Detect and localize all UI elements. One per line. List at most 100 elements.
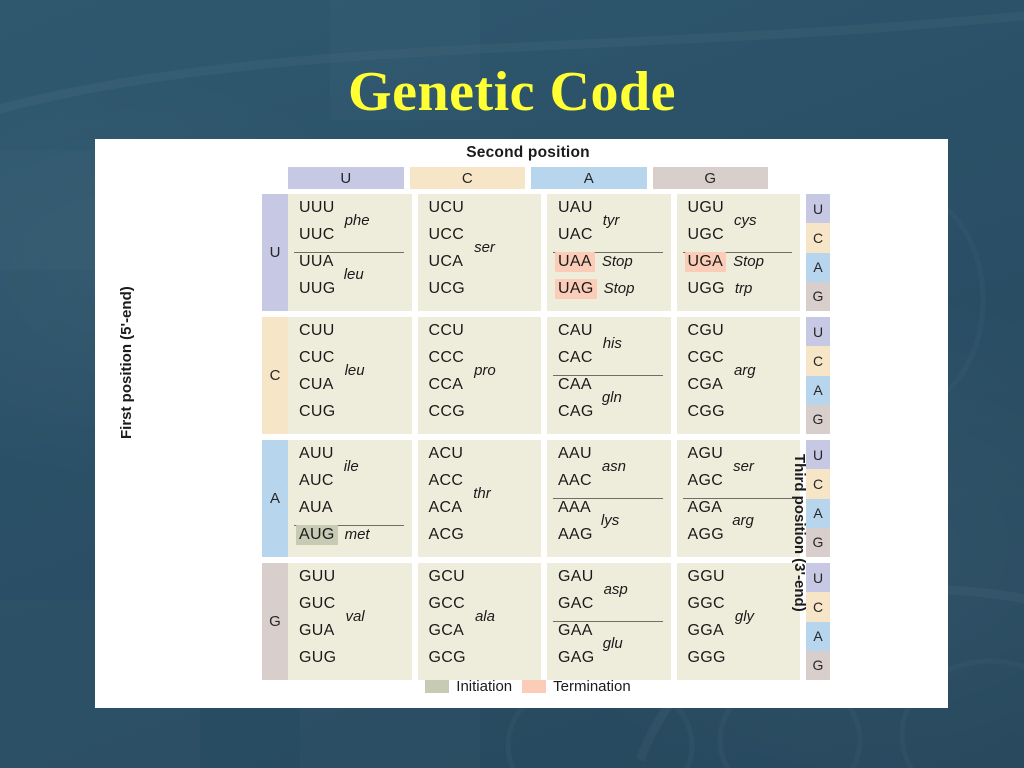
amino-acid-gly: gly — [734, 608, 755, 625]
second-position-header-G: G — [652, 167, 768, 189]
first-position-header-U: U — [262, 194, 288, 311]
third-position-G: G — [806, 404, 830, 434]
codon-CCA: CCA — [428, 376, 464, 393]
codon-line: UGA Stop — [684, 252, 801, 279]
codon-line: ACA — [426, 498, 542, 525]
codon-line: UCC — [426, 225, 542, 252]
codon-AUC: AUC — [299, 472, 334, 489]
codon-line: GUG — [296, 648, 412, 675]
third-position-U: U — [806, 440, 830, 470]
codon-ACG: ACG — [428, 526, 465, 543]
codon-line: CUC — [296, 348, 412, 375]
codon-GCC: GCC — [428, 595, 465, 612]
amino-acid-thr: thr — [473, 485, 491, 502]
codon-line: GAC — [555, 594, 671, 621]
codon-UCG: UCG — [428, 280, 465, 297]
first-position-axis-label: First position (5'-end) — [118, 286, 135, 439]
codon-CUU: CUU — [299, 322, 335, 339]
codon-line: AUC — [296, 471, 412, 498]
codon-UGU: UGU — [687, 199, 724, 216]
codon-line: GGG — [685, 648, 801, 675]
amino-acid-Stop: Stop — [733, 253, 764, 270]
amino-acid-glu: glu — [602, 635, 623, 652]
codon-line: GCC — [426, 594, 542, 621]
codon-GUU: GUU — [299, 568, 336, 585]
cell-divider — [682, 252, 792, 253]
third-position-A: A — [806, 252, 830, 282]
codon-line: CGA — [685, 375, 801, 402]
codon-line: GGU gly — [685, 567, 801, 625]
codon-AAG: AAG — [558, 526, 593, 543]
codon-GAA: GAA — [558, 622, 593, 639]
cell-divider — [553, 252, 663, 253]
codon-line: CCG — [426, 402, 542, 429]
codon-CUG: CUG — [299, 403, 336, 420]
second-position-header-U: U — [288, 167, 404, 189]
codon-line: CAG — [555, 402, 671, 429]
third-position-C: C — [806, 346, 830, 376]
cell-divider — [682, 498, 792, 499]
third-position-A: A — [806, 621, 830, 651]
codon-CGG: CGG — [687, 403, 725, 420]
third-position-U: U — [806, 194, 830, 224]
amino-acid-phe: phe — [344, 212, 370, 229]
legend-item: Initiation — [425, 679, 512, 694]
third-position-G: G — [806, 650, 830, 680]
codon-line: CGC — [685, 348, 801, 375]
codon-line: AAG — [555, 525, 671, 552]
codon-ACC: ACC — [428, 472, 464, 489]
codon-AUG: AUG — [296, 525, 338, 545]
third-position-C: C — [806, 469, 830, 499]
codon-line: GAU asp — [555, 567, 671, 598]
codon-UAA: UAA — [555, 252, 595, 272]
amino-acid-asp: asp — [603, 581, 628, 598]
codon-GAG: GAG — [558, 649, 595, 666]
termination-swatch — [522, 680, 547, 693]
amino-acid-ser: ser — [733, 458, 754, 475]
codon-CCC: CCC — [428, 349, 465, 366]
codon-UAG: UAG — [555, 279, 597, 299]
codon-GGU: GGU — [687, 568, 725, 585]
codon-UGA: UGA — [684, 252, 727, 272]
amino-acid-ile: ile — [343, 458, 359, 475]
codon-GAU: GAU — [558, 568, 594, 585]
codon-GGC: GGC — [687, 595, 725, 612]
cell-divider — [294, 525, 404, 526]
amino-acid-ser: ser — [474, 239, 495, 256]
codon-CCU: CCU — [428, 322, 465, 339]
codon-CAC: CAC — [558, 349, 593, 366]
first-position-header-C: C — [262, 317, 288, 434]
codon-line: CCC — [426, 348, 542, 375]
third-position-C: C — [806, 592, 830, 622]
codon-AAA: AAA — [558, 499, 591, 516]
